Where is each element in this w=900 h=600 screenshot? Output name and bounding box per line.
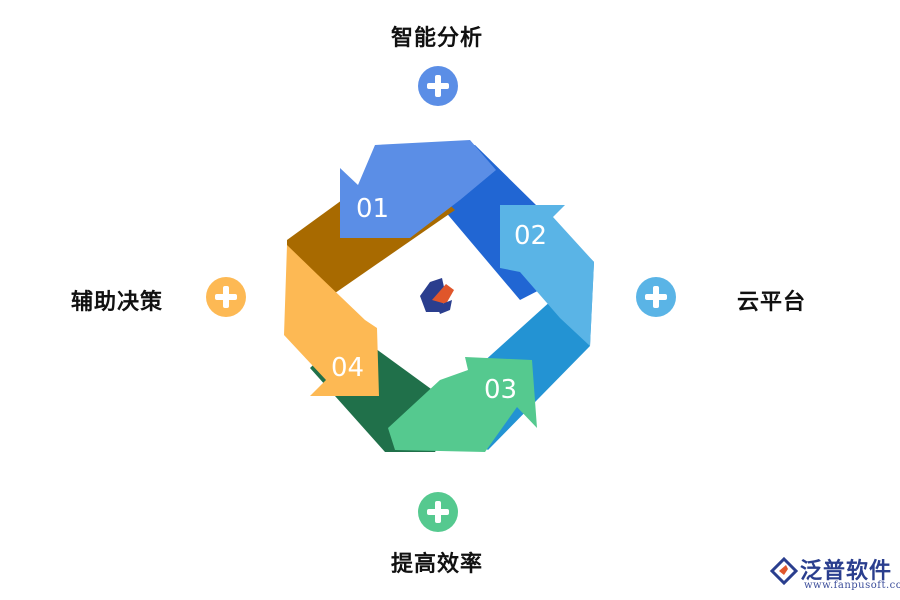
arrow-02 (500, 205, 594, 346)
step-number-04: 04 (331, 353, 364, 383)
step-number-01: 01 (356, 194, 389, 224)
brand-logo-icon (770, 557, 798, 585)
label-cloud-platform: 云平台 (737, 290, 807, 315)
label-improve-efficiency: 提高效率 (391, 552, 484, 577)
brand-url: www.fanpusoft.com (804, 580, 900, 591)
arrow-01 (340, 140, 496, 238)
label-decision-support: 辅助决策 (71, 290, 164, 315)
plus-icon-bottom[interactable] (418, 492, 458, 532)
brand-watermark: 泛普软件 www.fanpusoft.com (770, 551, 900, 597)
step-number-02: 02 (514, 221, 547, 251)
step-number-03: 03 (484, 375, 517, 405)
arrow-03 (388, 357, 537, 452)
brand-name: 泛普软件 (800, 559, 893, 584)
center-logo-icon (420, 278, 454, 314)
arrow-04 (284, 245, 379, 396)
plus-icon-right[interactable] (636, 277, 676, 317)
plus-icon-left[interactable] (206, 277, 246, 317)
plus-icon-top[interactable] (418, 66, 458, 106)
label-smart-analysis: 智能分析 (391, 26, 484, 51)
